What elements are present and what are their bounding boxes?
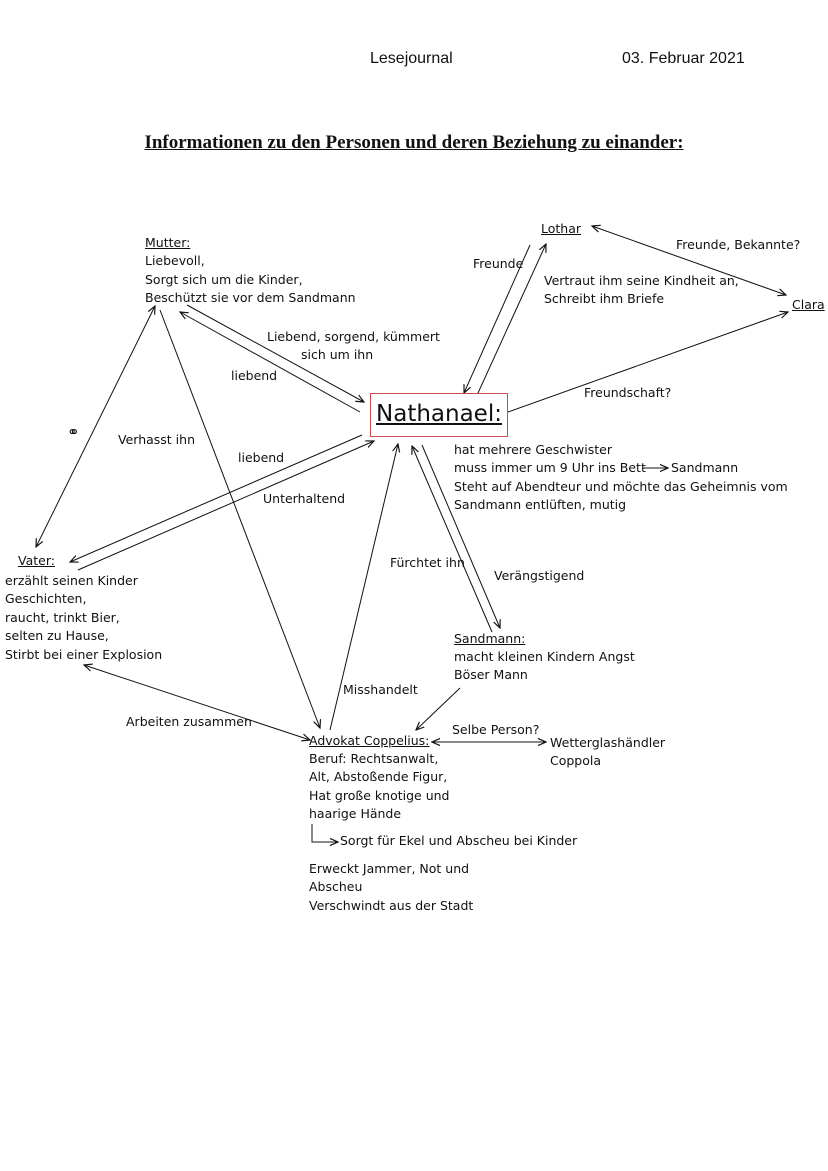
rel-nathanael-sandmann: Fürchtet ihn [390,555,465,570]
rel-nathanael-to-mutter: liebend [231,368,278,383]
coppelius-line-2: Alt, Abstoßende Figur, [309,769,448,784]
edge-nathanael-to-lothar [477,244,546,394]
vater-line-5: Stirbt bei einer Explosion [5,647,163,662]
date-label: 03. Februar 2021 [622,50,745,67]
rel-coppelius-nathanael: Misshandelt [343,682,418,697]
edge-coppelius-to-nathanael [329,444,398,731]
edge-nathanael-clara [507,312,788,413]
coppelius-line-4: haarige Hände [309,806,402,821]
mutter-line-2: Sorgt sich um die Kinder, [145,272,303,287]
edge-nathanael-to-vater [70,434,363,562]
nathanael-bed-target: Sandmann [671,460,739,475]
vater-name: Vater: [18,553,55,568]
mutter-line-1: Liebevoll, [145,253,205,268]
vater-line-3: raucht, trinkt Bier, [5,610,120,625]
coppelius-line-1: Beruf: Rechtsanwalt, [309,751,439,766]
nathanael-line-4: Sandmann entlüften, mutig [454,497,627,512]
clara-name: Clara [792,297,825,312]
nathanael-line-3: Steht auf Abendteur und möchte das Gehei… [454,479,788,494]
rel-vater-to-nathanael: Unterhaltend [263,491,346,506]
vater-line-2: Geschichten, [5,591,87,606]
edge-lothar-clara [592,226,786,295]
wetterglas-line-2: Coppola [550,753,602,768]
rel-nathanael-clara: Freundschaft? [584,385,672,400]
edge-mutter-vater [36,306,155,547]
coppelius-name: Advokat Coppelius: [309,733,430,748]
coppelius-extra-1: Erweckt Jammer, Not und [309,861,470,876]
sandmann-line-2: Böser Mann [454,667,528,682]
edge-mutter-to-nathanael [186,304,364,402]
edge-vater-to-nathanael [77,441,374,571]
rel-mutter-to-nathanael-2: sich um ihn [301,347,374,362]
rel-vater-coppelius: Arbeiten zusammen [126,714,252,729]
rel-mutter-to-nathanael: Liebend, sorgend, kümmert [267,329,440,344]
nathanael-name: Nathanael: [376,401,502,427]
coppelius-extra-3: Verschwindt aus der Stadt [309,898,474,913]
edge-sandmann-to-nathanael [412,446,493,633]
rel-lothar-clara: Freunde, Bekannte? [676,237,801,252]
edge-vater-coppelius [84,665,310,740]
nathanael-line-2: muss immer um 9 Uhr ins Bett [454,460,646,475]
rel-nathanael-to-lothar: Vertraut ihm seine Kindheit an, [544,273,739,288]
coppelius-sub: Sorgt für Ekel und Abscheu bei Kinder [340,833,578,848]
marriage-rings-icon: ⚭ [67,423,80,441]
coppelius-extra-2: Abscheu [309,879,363,894]
vater-line-4: selten zu Hause, [5,628,109,643]
sandmann-name: Sandmann: [454,631,526,646]
coppelius-line-3: Hat große knotige und [309,788,450,803]
rel-lothar-nathanael: Freunde [473,256,524,271]
node-nathanael: Nathanael: [370,393,508,437]
rel-nathanael-to-lothar-2: Schreibt ihm Briefe [544,291,665,306]
edge-coppelius-sub [311,824,338,842]
mutter-name: Mutter: [145,235,191,250]
edge-lothar-to-nathanael [464,244,531,393]
rel-nathanael-to-vater: liebend [238,450,285,465]
mutter-line-3: Beschützt sie vor dem Sandmann [145,290,356,305]
page-title: Informationen zu den Personen und deren … [144,132,684,153]
edge-nathanael-to-sandmann [421,444,500,628]
edge-mutter-coppelius [159,309,320,728]
lothar-name: Lothar [541,221,582,236]
edge-nathanael-to-mutter [180,312,361,413]
nathanael-line-1: hat mehrere Geschwister [454,442,612,457]
rel-vater-mutter: Verhasst ihn [118,432,195,447]
journal-label: Lesejournal [370,50,453,67]
vater-line-1: erzählt seinen Kinder [5,573,138,588]
wetterglas-line-1: Wetterglashändler [550,735,666,750]
rel-sandmann-nathanael: Verängstigend [494,568,585,583]
rel-coppelius-coppola: Selbe Person? [452,722,540,737]
edge-sandmann-coppelius [416,687,461,730]
sandmann-line-1: macht kleinen Kindern Angst [454,649,635,664]
